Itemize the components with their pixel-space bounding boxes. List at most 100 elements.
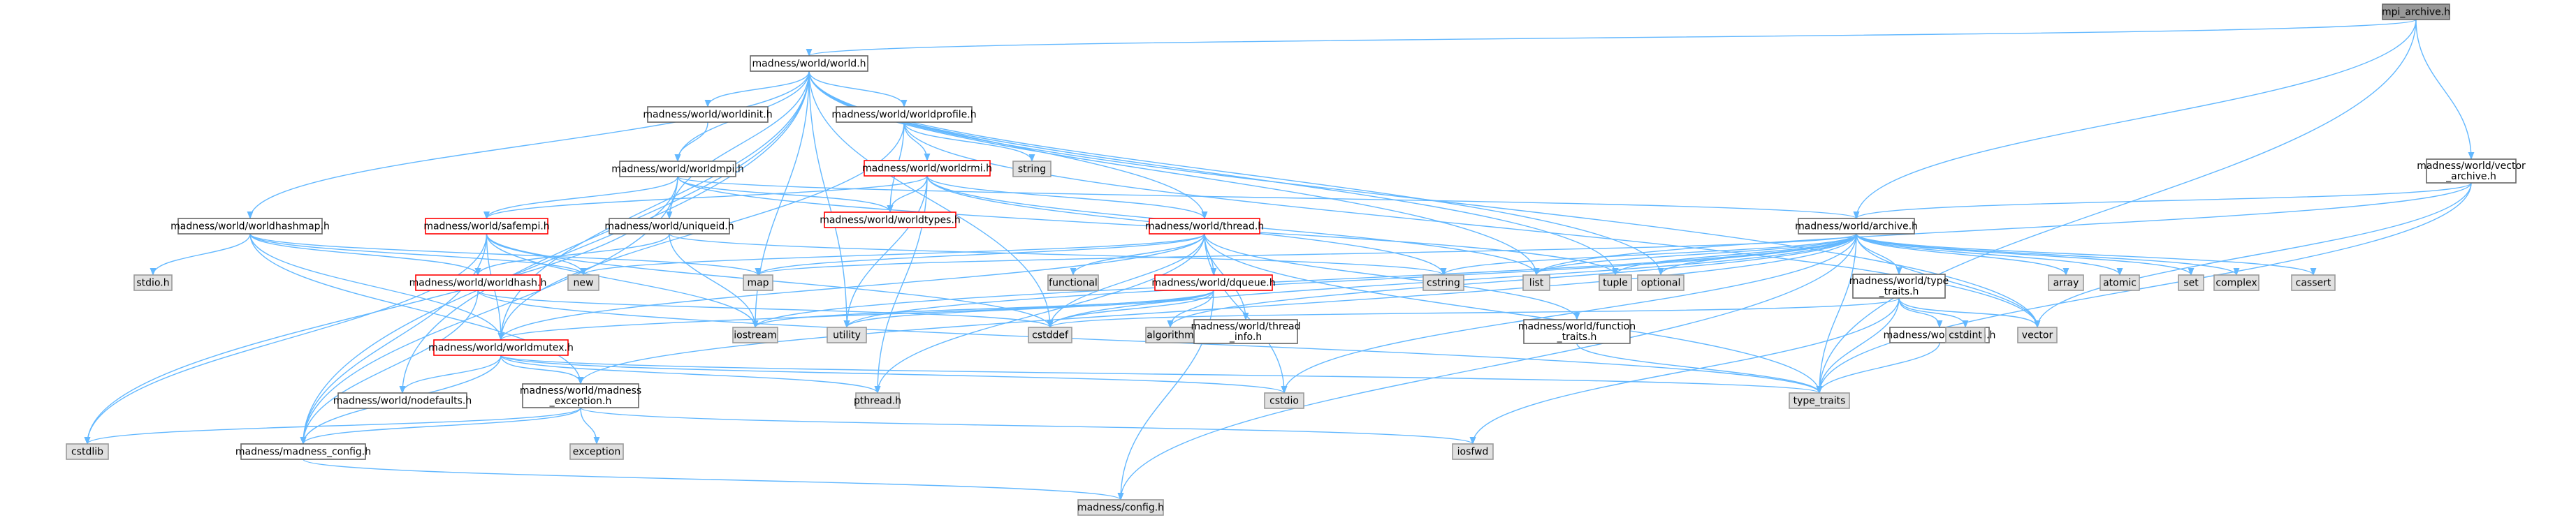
node-label-thread_info: _info.h (1229, 332, 1262, 343)
node-box-pthread (855, 392, 900, 409)
node-thread_info[interactable]: madness/world/thread_info.h (1191, 319, 1301, 344)
node-vector_archive[interactable]: madness/world/vector_archive.h (2417, 158, 2526, 184)
node-madness_exception[interactable]: madness/world/madness_exception.h (520, 383, 641, 408)
edge-world-to-worldinit (704, 70, 810, 108)
node-set: set (2178, 274, 2204, 291)
node-label-config: madness/config.h (1077, 503, 1164, 514)
edge-worldmpi-to-archive (677, 176, 1859, 220)
node-cstdlib: cstdlib (66, 443, 109, 460)
edge-thread-to-cstdio (1204, 233, 1288, 394)
node-worldprofile[interactable]: madness/world/worldprofile.h (831, 106, 977, 123)
edge-worldhashmap-to-new (249, 233, 587, 276)
edge-archive-to-array (1856, 233, 2069, 276)
node-worldhash[interactable]: madness/world/worldhash.h (409, 274, 547, 291)
node-box-iosfwd (1452, 443, 1494, 460)
node-archive[interactable]: madness/world/archive.h (1795, 218, 1918, 235)
node-vector: vector (2017, 327, 2058, 343)
node-functional: functional (1047, 274, 1099, 291)
edge-world-to-worldmutex (497, 70, 810, 341)
node-box-new (567, 274, 599, 291)
node-box-function_traits (1523, 319, 1631, 344)
node-label-iosfwd: iosfwd (1457, 447, 1489, 458)
edge-safempi-to-cstdlib (84, 233, 488, 445)
node-label-atomic: atomic (2103, 278, 2137, 289)
node-box-type_traits (1789, 392, 1850, 409)
edge-dqueue-to-utility (843, 290, 1214, 329)
edge-archive-to-complex (1856, 233, 2240, 276)
edge-world-to-utility (808, 70, 850, 329)
edge-madness_exception-to-iosfwd (580, 407, 1476, 445)
node-box-worldmpi (619, 161, 736, 177)
node-pthread: pthread.h (854, 392, 901, 409)
node-list: list (1522, 274, 1550, 291)
node-label-utility: utility (833, 330, 861, 341)
edge-layer (84, 19, 2475, 501)
node-box-utility (827, 327, 867, 343)
node-box-worldinit (647, 106, 769, 123)
node-box-archive (1798, 218, 1915, 235)
edge-archive-to-vector (1856, 233, 2041, 329)
node-madness_config[interactable]: madness/madness_config.h (235, 443, 371, 460)
edge-worldmutex-to-madness_exception (500, 355, 584, 385)
node-function_traits[interactable]: madness/world/function_traits.h (1518, 319, 1636, 344)
edge-archive-to-cstring (1440, 233, 1857, 276)
node-worldinit[interactable]: madness/world/worldinit.h (643, 106, 773, 123)
node-label-worldhash: madness/world/worldhash.h (409, 278, 547, 289)
edge-madness_exception-to-exception (580, 407, 600, 445)
edge-archive-to-map (755, 233, 1857, 276)
edge-madness_config-to-config (303, 459, 1124, 501)
node-dqueue[interactable]: madness/world/dqueue.h (1151, 274, 1276, 291)
node-box-cassert (2291, 274, 2336, 291)
node-box-vector (2017, 327, 2058, 343)
node-uniqueid[interactable]: madness/world/uniqueid.h (604, 218, 734, 235)
edge-worldmutex-to-type_traits (500, 355, 1822, 394)
edge-vector_archive-to-archive (1853, 182, 2472, 220)
node-world[interactable]: madness/world/world.h (750, 55, 868, 72)
node-label-worldmutex: madness/world/worldmutex.h (428, 343, 574, 354)
node-label-cstdint: cstdint (1949, 330, 1982, 341)
node-nodefaults[interactable]: madness/world/nodefaults.h (333, 392, 472, 409)
node-box-cstdint (1945, 327, 1986, 343)
node-safempi[interactable]: madness/world/safempi.h (423, 218, 550, 235)
edge-mpi_archive-to-vector_archive (2415, 19, 2475, 161)
node-label-functional: functional (1049, 278, 1098, 289)
node-box-atomic (2100, 274, 2140, 291)
edge-worldhashmap-to-madness_exception (249, 233, 584, 385)
node-worldhashmap[interactable]: madness/world/worldhashmap.h (170, 218, 330, 235)
node-worldrmi[interactable]: madness/world/worldrmi.h (862, 160, 992, 177)
node-box-string (1012, 161, 1051, 177)
node-box-vector_archive (2426, 158, 2517, 184)
node-worldtypes[interactable]: madness/world/worldtypes.h (820, 211, 961, 228)
node-label-thread: madness/world/thread.h (1145, 221, 1264, 232)
node-cstddef: cstddef (1028, 327, 1072, 343)
edge-archive-to-atomic (1856, 233, 2123, 276)
node-type_traits_h[interactable]: madness/world/type_traits.h (1849, 274, 1949, 299)
node-utility: utility (827, 327, 867, 343)
node-box-cstdlib (66, 443, 109, 460)
edge-type_traits_h-to-cstdint (1898, 297, 1969, 329)
node-worldmutex[interactable]: madness/world/worldmutex.h (428, 339, 574, 356)
node-thread[interactable]: madness/world/thread.h (1145, 218, 1264, 235)
node-box-set (2178, 274, 2204, 291)
edge-thread-to-map (755, 233, 1205, 276)
node-box-optional (1637, 274, 1684, 291)
edge-thread-to-new (580, 233, 1205, 276)
edge-thread-to-worldmutex (497, 233, 1205, 341)
node-label-madness_exception: madness/world/madness (520, 385, 641, 396)
edge-safempi-to-iostream (486, 233, 759, 329)
node-worldmpi[interactable]: madness/world/worldmpi.h (611, 161, 744, 177)
node-label-function_traits: _traits.h (1557, 332, 1597, 343)
node-label-map: map (747, 278, 769, 289)
node-label-vector_archive: _archive.h (2445, 171, 2496, 182)
node-box-nodefaults (337, 392, 467, 409)
node-label-archive: madness/world/archive.h (1795, 221, 1918, 232)
node-box-config (1077, 499, 1164, 516)
edge-madness_exception-to-madness_config (300, 407, 581, 445)
edge-thread-to-functional (1070, 233, 1205, 276)
edge-mpi_archive-to-archive (1853, 19, 2417, 220)
edge-world-to-worldprofile (808, 70, 908, 108)
node-mpi_archive[interactable]: mpi_archive.h (2382, 3, 2450, 20)
edge-thread-to-pthread (874, 233, 1205, 394)
node-label-type_traits: type_traits (1793, 396, 1846, 407)
node-box-worldprofile (836, 106, 973, 123)
